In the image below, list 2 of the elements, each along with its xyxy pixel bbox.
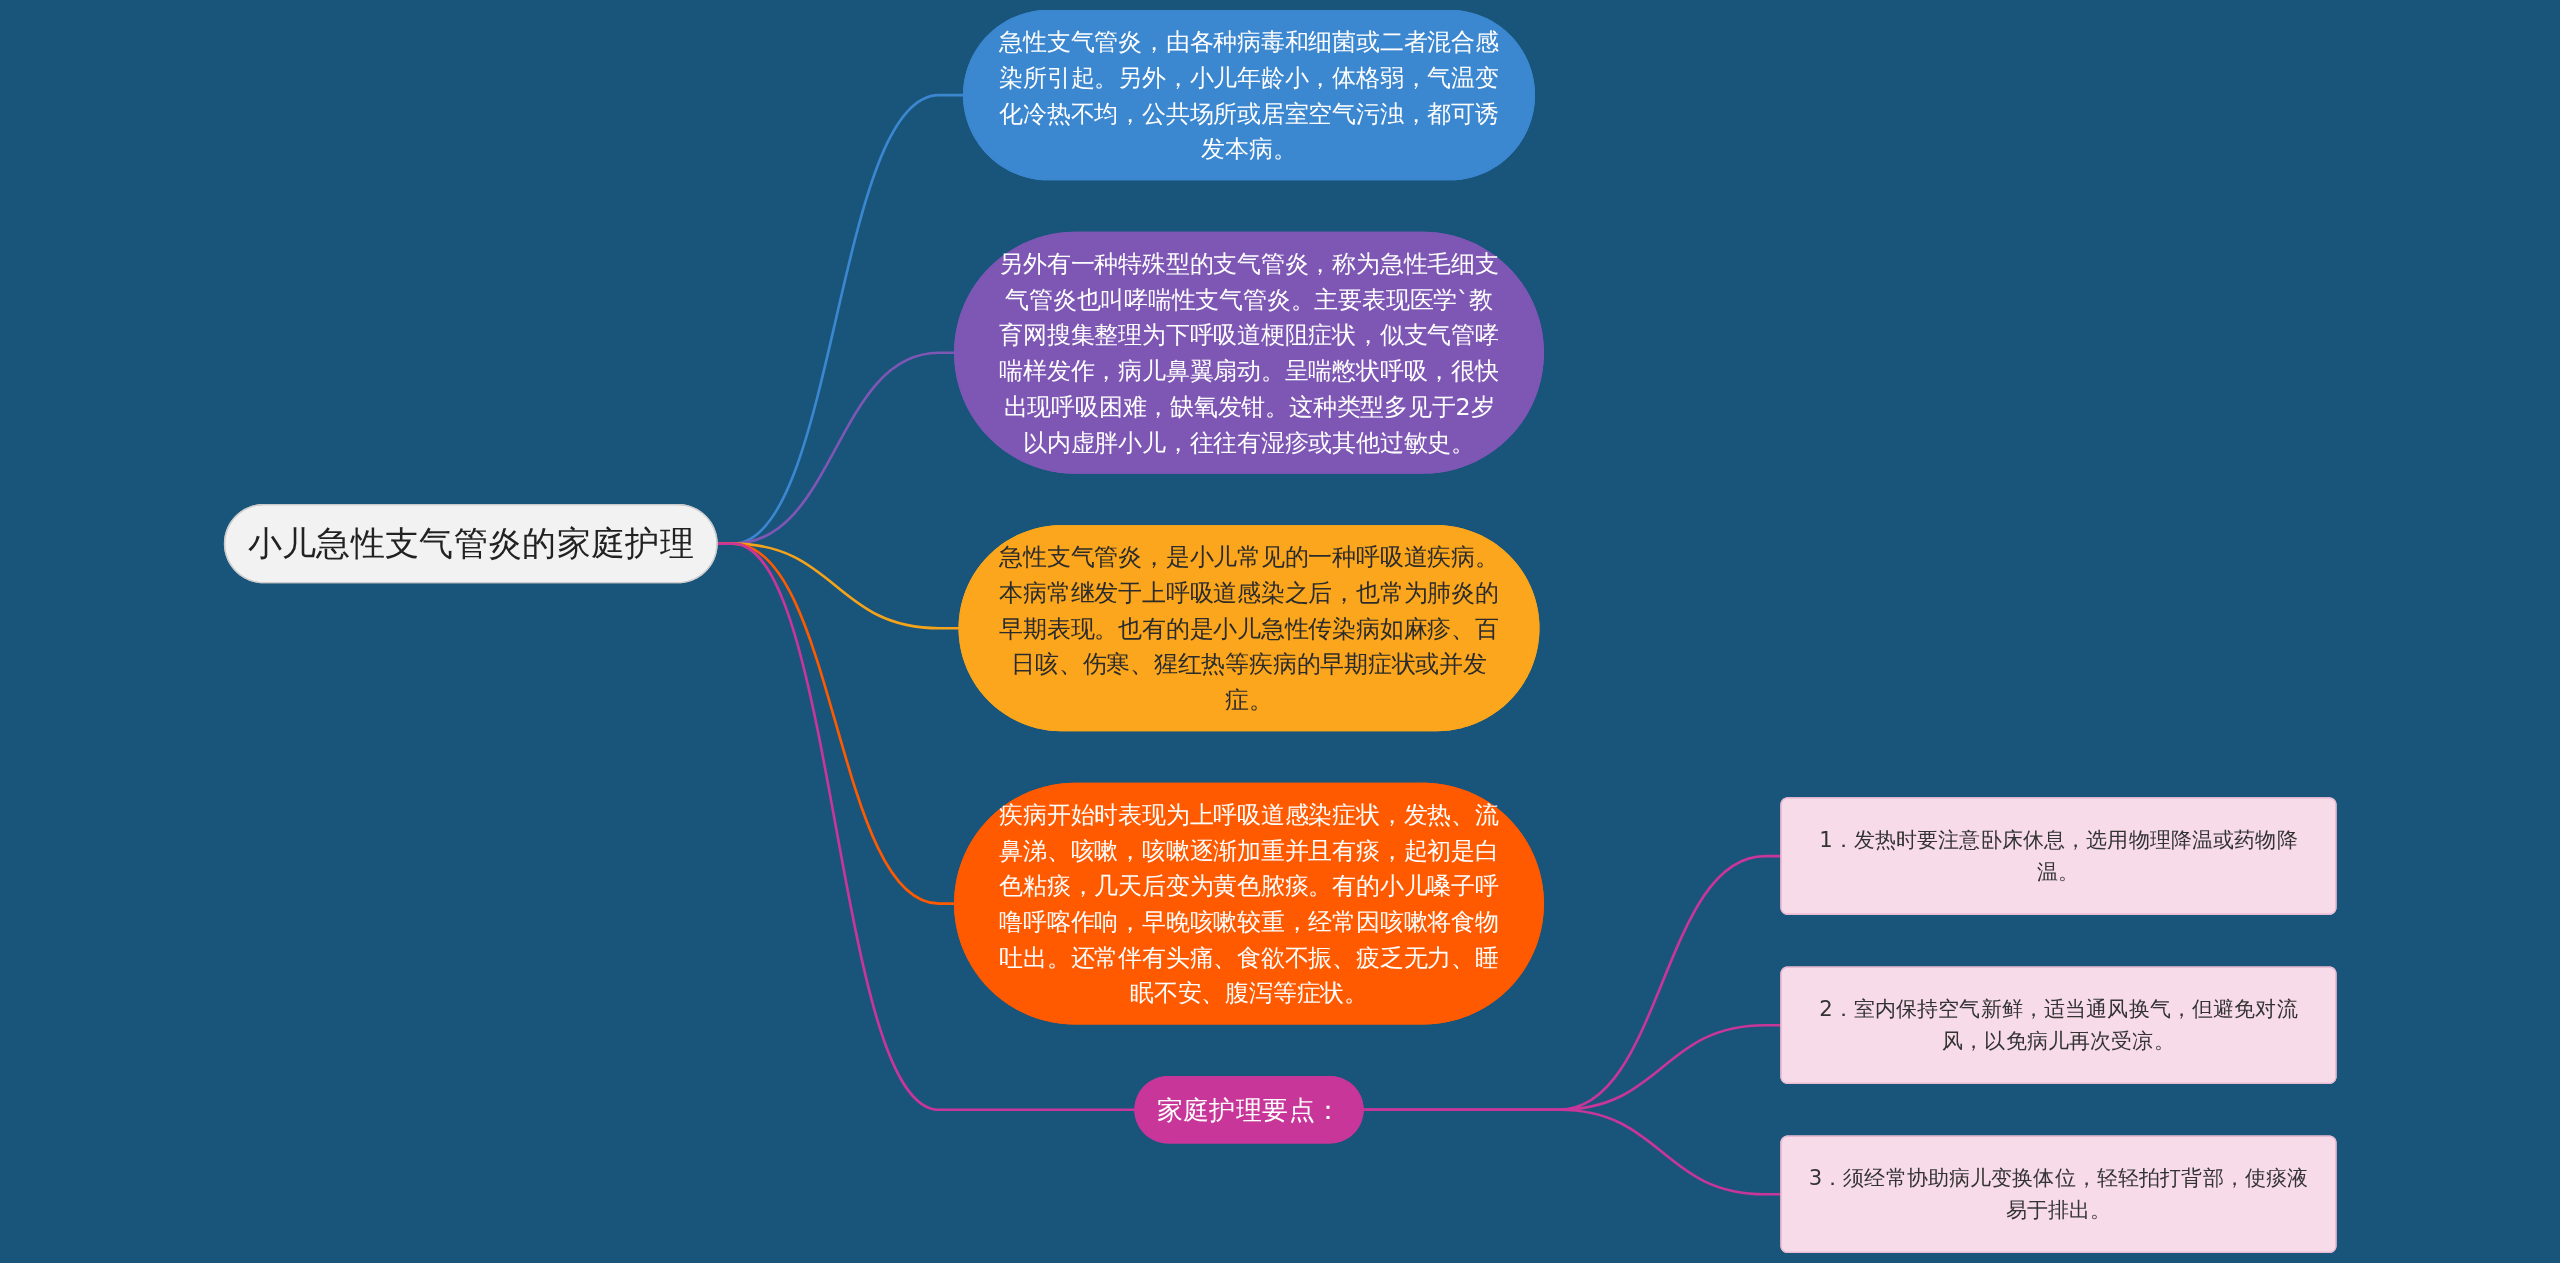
connector [716,542,1135,1112]
connector [1362,1108,1781,1196]
